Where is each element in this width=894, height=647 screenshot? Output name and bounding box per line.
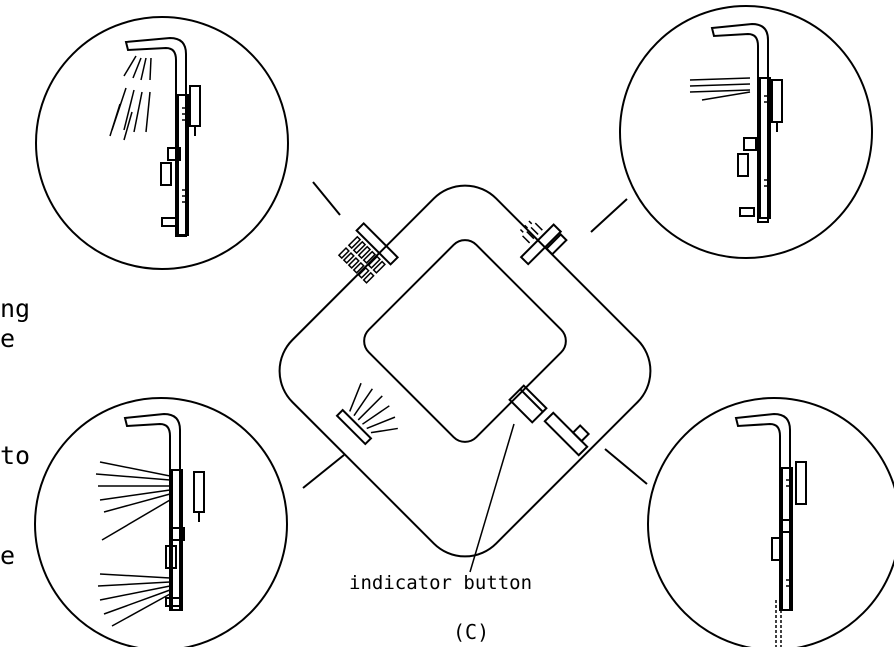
circle-top-right	[619, 5, 873, 259]
indicator-button	[508, 384, 548, 424]
text-fragment-3: to	[0, 441, 31, 470]
connector-top-right	[590, 198, 628, 233]
shower-panel-handshower-icon	[734, 412, 807, 647]
shower-panel-waterfall-icon	[689, 22, 783, 223]
panel-handshower-icon	[543, 411, 591, 457]
circle-bottom-left	[34, 397, 288, 647]
circle-top-left	[35, 16, 289, 270]
shower-panel-body-jets-icon	[95, 412, 205, 627]
panel-body-jets-icon	[335, 382, 398, 446]
connector-bottom-left	[302, 454, 345, 489]
circle-bottom-right	[647, 397, 894, 647]
indicator-button-label: indicator button	[349, 572, 533, 594]
panel-waterfall-icon	[519, 220, 568, 266]
figure-label: (C)	[453, 620, 490, 644]
control-panel-outline	[278, 184, 652, 558]
text-fragment-4: e	[0, 541, 16, 570]
text-fragment-2: e	[0, 324, 16, 353]
connector-bottom-right	[604, 448, 648, 485]
callout-line	[469, 423, 515, 573]
text-fragment-1: ng	[0, 294, 31, 323]
connector-top-left	[312, 181, 341, 216]
control-panel-inner-square	[363, 239, 567, 443]
shower-panel-rain-icon	[109, 36, 201, 237]
panel-rain-icon	[337, 221, 400, 284]
